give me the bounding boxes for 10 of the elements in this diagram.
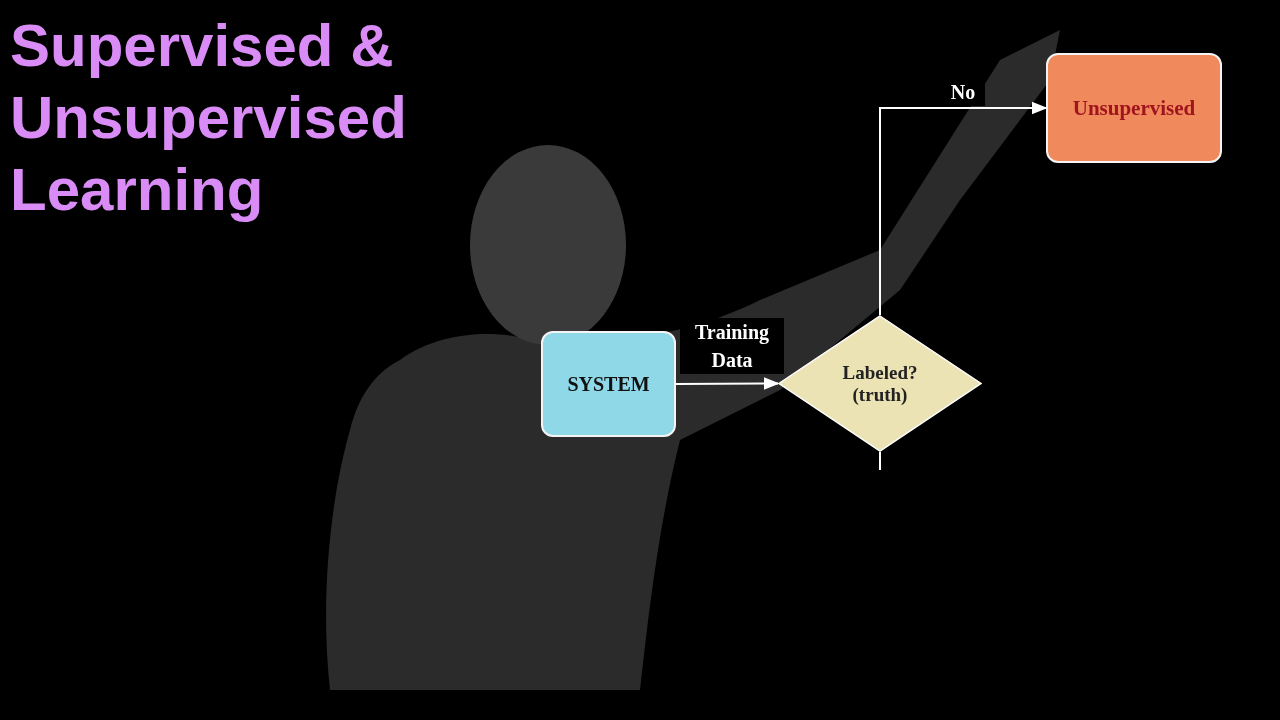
arrow xyxy=(675,377,780,390)
edge-label: Training Data xyxy=(680,318,784,374)
node-label: SYSTEM xyxy=(567,372,650,396)
node-label: Labeled? (truth) xyxy=(841,361,919,406)
node-label: Unsupervised xyxy=(1072,95,1196,121)
process-box xyxy=(541,331,676,437)
arrow xyxy=(879,101,1048,316)
process-box xyxy=(1046,53,1222,163)
connector-line xyxy=(879,451,881,471)
title: Supervised & Unsupervised Learning xyxy=(10,11,408,225)
